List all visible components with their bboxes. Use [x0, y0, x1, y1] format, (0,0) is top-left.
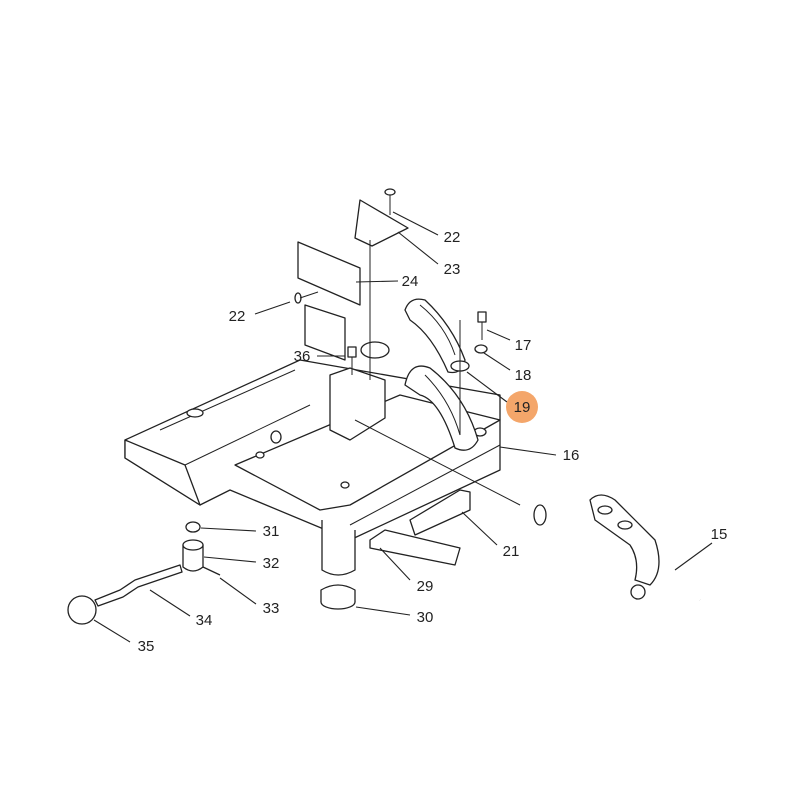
label-17[interactable]: 17 [515, 337, 532, 354]
label-18[interactable]: 18 [515, 367, 532, 384]
label-35[interactable]: 35 [138, 638, 155, 655]
label-19-highlighted[interactable]: 19 [506, 391, 538, 423]
bolt-part-17[interactable] [477, 311, 487, 340]
label-33[interactable]: 33 [263, 600, 280, 617]
label-15[interactable]: 15 [711, 526, 728, 543]
label-22-left[interactable]: 22 [229, 308, 246, 325]
pin-part-33[interactable] [202, 566, 221, 576]
plate-part-29[interactable] [369, 529, 461, 566]
label-31[interactable]: 31 [263, 523, 280, 540]
base-table-part-16[interactable] [124, 359, 501, 576]
foot-part-30[interactable] [320, 584, 356, 610]
mount-block[interactable] [304, 240, 390, 441]
screw-part-22-top[interactable] [384, 188, 396, 215]
label-21[interactable]: 21 [503, 543, 520, 560]
quadrant-plate-part-19[interactable] [404, 298, 470, 435]
label-23[interactable]: 23 [444, 261, 461, 278]
screw-part-22-left[interactable] [294, 291, 319, 304]
label-22-top[interactable]: 22 [444, 229, 461, 246]
label-36[interactable]: 36 [294, 348, 311, 365]
miter-gauge-part-15[interactable] [518, 494, 702, 603]
leader-lines [93, 211, 713, 643]
highlight-badge [506, 391, 538, 423]
lever-part-34[interactable] [94, 564, 183, 607]
label-32[interactable]: 32 [263, 555, 280, 572]
bolt-part-36[interactable] [347, 346, 357, 375]
label-34[interactable]: 34 [196, 612, 213, 629]
label-19: 19 [514, 399, 531, 416]
bracket-part-23[interactable] [354, 199, 409, 247]
handle-part-21[interactable] [409, 489, 471, 536]
label-30[interactable]: 30 [417, 609, 434, 626]
label-29[interactable]: 29 [417, 578, 434, 595]
plate-part-24[interactable] [297, 241, 361, 306]
washer-part-18[interactable] [474, 344, 488, 354]
knob-part-35[interactable] [67, 595, 97, 625]
collar-part-32[interactable] [182, 539, 204, 572]
label-16[interactable]: 16 [563, 447, 580, 464]
washer-part-31[interactable] [185, 521, 201, 533]
label-24[interactable]: 24 [402, 273, 419, 290]
